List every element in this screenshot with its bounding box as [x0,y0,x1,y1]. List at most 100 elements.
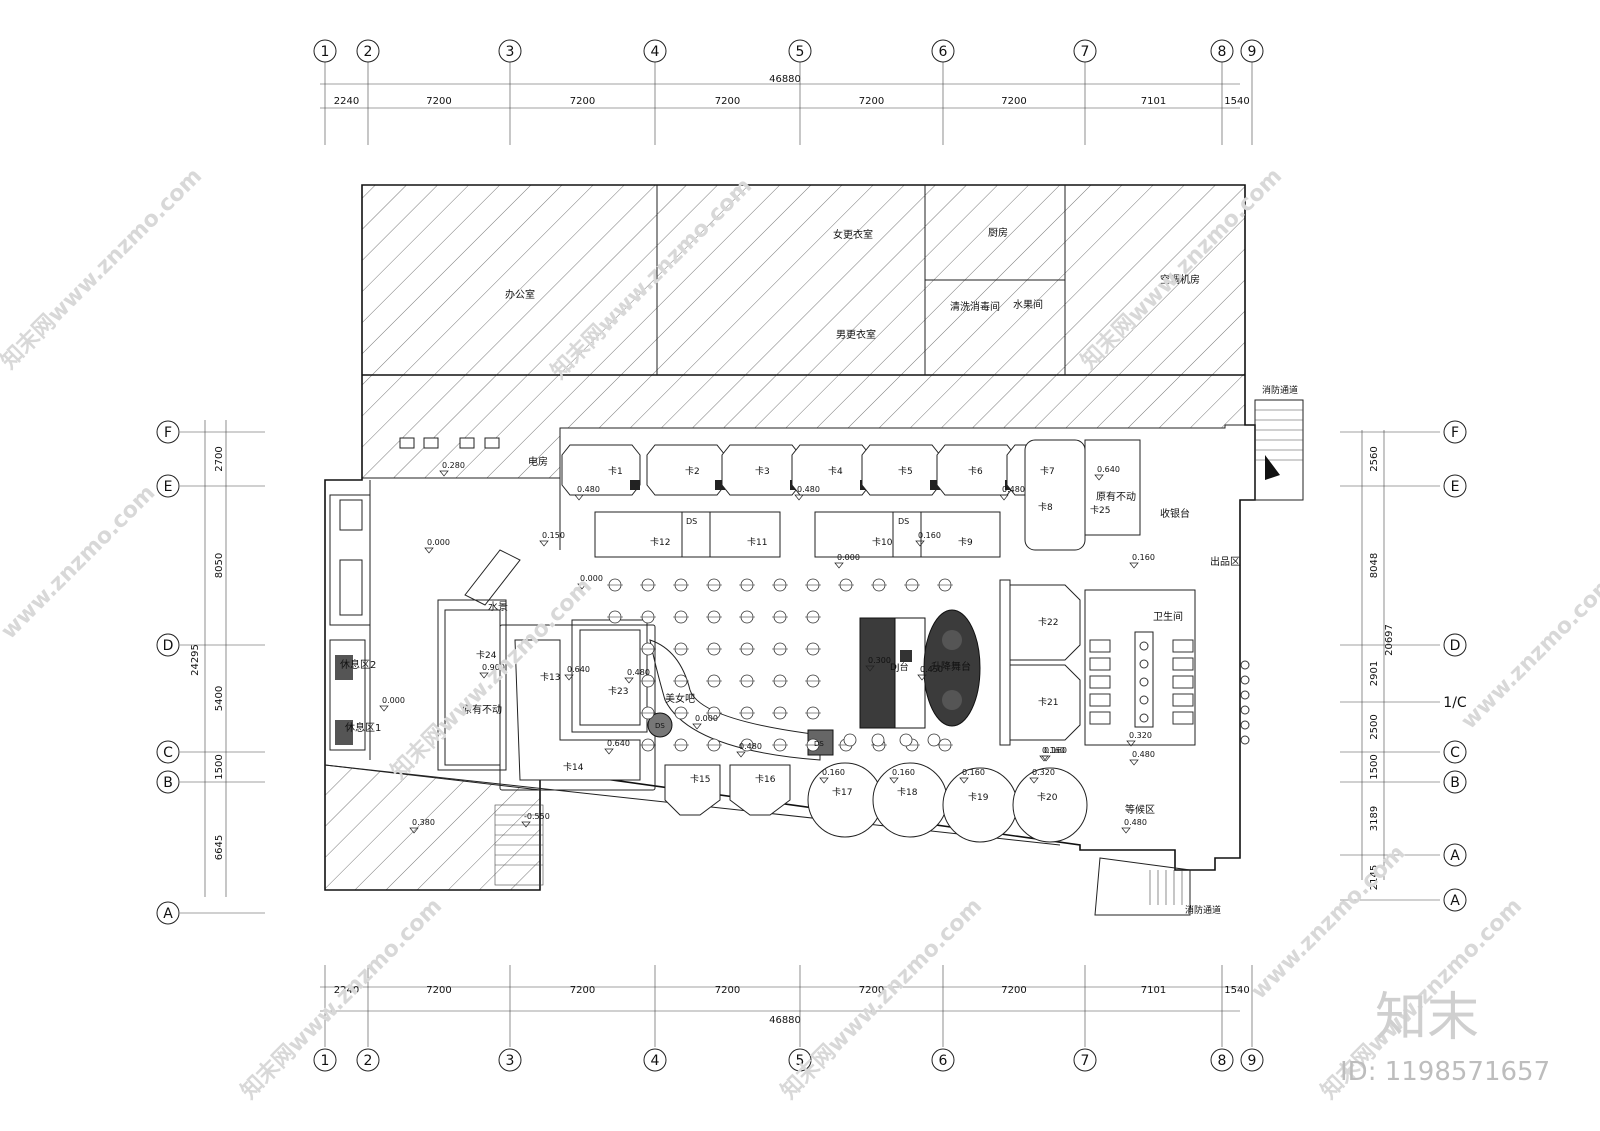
booth-label: 卡4 [828,465,843,477]
booth-label: 卡21 [1038,696,1058,708]
booth-right-group [999,579,1081,746]
level-mark: 0.000 [382,696,405,705]
level-mark: 0.160 [918,531,941,540]
ac-block [1064,184,1246,376]
top-col-dim: 7200 [426,96,451,107]
level-mark: 0.160 [1132,553,1155,562]
wash-block [924,279,1066,376]
column-axes: 1122334455667788992240224072007200720072… [313,39,1264,1072]
axis-col-2: 2 [364,1053,373,1069]
axis-row-left-D: D [163,638,174,654]
label-fire-exit-bottom: 消防通道 [1185,904,1221,916]
office-block [361,184,658,376]
axis-col-4: 4 [651,44,660,60]
right-row-dim: 1500 [1369,754,1380,779]
axis-col-6: 6 [939,44,948,60]
label-bar: 美女吧 [665,692,695,705]
ds-label-2: DS [898,517,909,526]
round-booths [807,762,1088,843]
booth-row-second [594,439,1141,558]
level-mark: 0.150 [542,531,565,540]
bottom-col-dim: 7101 [1141,985,1166,996]
room-labels: 办公室 女更衣室 男更衣室 厨房 清洗消毒间 水果间 空调机房 消防通道 消防通… [340,226,1298,916]
booth-label: 卡18 [897,786,918,798]
label-ac-room: 空调机房 [1160,273,1200,286]
level-mark: 0.640 [1097,465,1120,474]
level-mark: 0.000 [580,574,603,583]
top-col-dim: 1540 [1224,96,1249,107]
axis-col-8: 8 [1218,44,1227,60]
left-total-dim: 24295 [190,644,201,676]
locker-block [656,184,926,376]
level-mark: 0.000 [427,538,450,547]
level-mark: 0.280 [442,461,465,470]
axis-col-9: 9 [1248,44,1257,60]
left-row-dim: 5400 [214,686,225,711]
top-col-dim: 7200 [1001,96,1026,107]
watermark-1: 知末网www.znzmo.com [0,163,207,374]
top-dimensions: 46880 [320,74,1240,109]
level-mark: 0.320 [1032,768,1055,777]
label-electric: 电房 [528,455,548,468]
axis-col-7: 7 [1081,1053,1090,1069]
level-mark: 0.160 [822,768,845,777]
booth-left-group [437,599,656,791]
axis-row-left-B: B [163,775,173,791]
bottom-col-dim: 7200 [859,985,884,996]
label-office: 办公室 [505,288,535,301]
level-mark: 0.480 [797,485,820,494]
label-waiting: 等候区 [1125,803,1155,816]
watermark-10: www.znzmo.com [1247,840,1411,1004]
booth-label: 卡9 [958,536,973,548]
label-rest1: 休息区1 [345,721,381,734]
watermark-8: www.znzmo.com [0,480,160,644]
left-row-dim: 8050 [214,553,225,578]
label-female-locker: 女更衣室 [833,228,873,241]
booth-label: 卡16 [755,773,776,785]
label-male-locker: 男更衣室 [836,328,876,341]
building-outline [324,184,1256,891]
level-mark: 0.000 [837,553,860,562]
left-row-dim: 6645 [214,835,225,860]
table-grid [607,578,953,752]
level-mark: 0.480 [1002,485,1025,494]
right-total-dim: 20697 [1384,624,1395,656]
watermark-9: www.znzmo.com [1457,570,1600,734]
watermark-id: ID: 1198571657 [1340,1057,1550,1087]
top-col-dim: 7200 [570,96,595,107]
booth-shape [861,444,941,496]
ds-labels: DS DS DS DS [655,517,909,748]
lower-left-block [324,764,541,891]
bottom-col-dim: 7200 [570,985,595,996]
axis-row-right: B [1450,775,1460,791]
bottom-col-dim: 2240 [334,985,359,996]
axis-row-right: D [1450,638,1461,654]
label-unchanged-1: 原有不动 [1096,490,1136,503]
left-dimensions: 24295 [190,420,227,897]
label-wash: 清洗消毒间 [950,300,1000,313]
level-mark: 0.480 [739,742,762,751]
ds-label-1: DS [686,517,697,526]
level-mark: -0.550 [524,812,550,821]
axis-col-9: 9 [1248,1053,1257,1069]
axis-col-3: 3 [506,1053,515,1069]
axis-row-right: A [1450,893,1460,909]
level-mark: 0.640 [567,665,590,674]
booth-label: 卡24 [476,649,497,661]
booth-shape [721,444,801,496]
ds-label-4: DS [814,740,824,748]
axis-col-2: 2 [364,44,373,60]
level-mark: 0.160 [1044,746,1067,755]
level-mark: 0.160 [892,768,915,777]
booth-label: 卡7 [1040,465,1055,477]
level-mark: 0.480 [577,485,600,494]
level-marks: 0.480 0.480 0.480 0.640 0.160 0.160 0.000 0.000… [379,461,1155,834]
level-mark: 0.450 [920,665,943,674]
booth-label: 卡12 [650,536,670,548]
axis-col-6: 6 [939,1053,948,1069]
axis-col-5: 5 [796,1053,805,1069]
axis-row-left-C: C [163,745,173,761]
axis-row-right: 1/C [1443,695,1467,711]
